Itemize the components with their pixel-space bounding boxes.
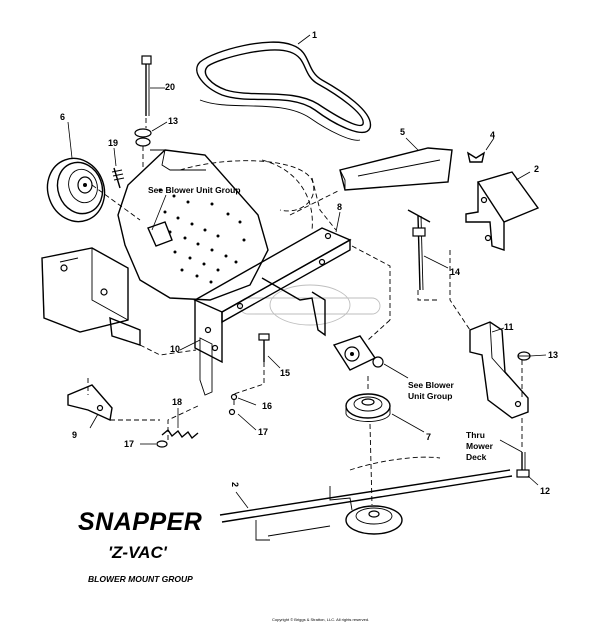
callout-17-right: 17	[258, 427, 268, 437]
callout-17-left: 17	[124, 439, 134, 449]
blower-housing	[117, 149, 315, 301]
housing-vent-holes	[158, 188, 246, 284]
callout-numbers: 1 2 4 5 6 7 8 9 10 11 12 13 13 14 15 16 …	[60, 30, 558, 496]
tension-spring	[161, 428, 199, 440]
note-see-blower-line1: See Blower	[408, 380, 455, 390]
deck-drive-shaft	[219, 456, 513, 541]
idler-pulley	[345, 393, 391, 422]
callout-4: 4	[490, 130, 495, 140]
watermark-ring	[239, 284, 381, 326]
brand-title: SNAPPER	[78, 508, 203, 536]
note-thru-line3: Deck	[466, 452, 487, 462]
lock-nut-right	[517, 351, 531, 361]
belt-cover-plate	[339, 147, 453, 191]
upper-bracket	[465, 171, 540, 251]
note-see-blower-unit-group: See Blower Unit Group	[148, 185, 241, 195]
wing-nut	[466, 151, 486, 163]
blower-pulley	[46, 157, 141, 223]
drive-belt	[196, 41, 371, 141]
note-thru-line1: Thru	[466, 430, 485, 440]
callout-19: 19	[108, 138, 118, 148]
reference-notes: See Blower Unit Group See Blower Unit Gr…	[148, 185, 494, 462]
stud	[111, 167, 125, 189]
callout-2: 2	[534, 164, 539, 174]
assembly-lines	[87, 118, 523, 506]
right-mount-bracket	[469, 321, 529, 419]
callout-11: 11	[504, 322, 514, 332]
carriage-bolt	[258, 333, 270, 362]
callout-16: 16	[262, 401, 272, 411]
callout-9: 9	[72, 430, 77, 440]
callout-8: 8	[337, 202, 342, 212]
callout-6: 6	[60, 112, 65, 122]
note-thru-line2: Mower	[466, 441, 494, 451]
callout-1: 1	[312, 30, 317, 40]
callout-15: 15	[280, 368, 290, 378]
long-bolt	[141, 55, 152, 116]
callout-2-lower: 2	[230, 482, 240, 487]
callout-12: 12	[540, 486, 550, 496]
callout-20: 20	[165, 82, 175, 92]
callout-18: 18	[172, 397, 182, 407]
lock-nut-17	[156, 393, 238, 448]
left-mount-bracket	[41, 247, 141, 346]
angle-bracket	[67, 384, 113, 422]
group-subtitle: BLOWER MOUNT GROUP	[88, 574, 193, 584]
note-see-blower-line2: Unit Group	[408, 391, 452, 401]
leader-lines	[67, 34, 547, 509]
lock-nut-top	[134, 128, 152, 147]
main-frame-rail	[193, 227, 352, 396]
deck-pulley	[345, 505, 403, 535]
t-handle-pin	[407, 209, 431, 291]
hex-bolt	[516, 452, 530, 478]
bearing-flange	[332, 335, 384, 371]
callout-10: 10	[170, 344, 180, 354]
copyright-notice: Copyright © Briggs & Stratton, LLC. All …	[272, 617, 370, 622]
callout-5: 5	[400, 127, 405, 137]
callout-13-right: 13	[548, 350, 558, 360]
callout-13-top: 13	[168, 116, 178, 126]
callout-7: 7	[426, 432, 431, 442]
callout-14: 14	[450, 267, 460, 277]
model-name: 'Z-VAC'	[108, 543, 167, 562]
